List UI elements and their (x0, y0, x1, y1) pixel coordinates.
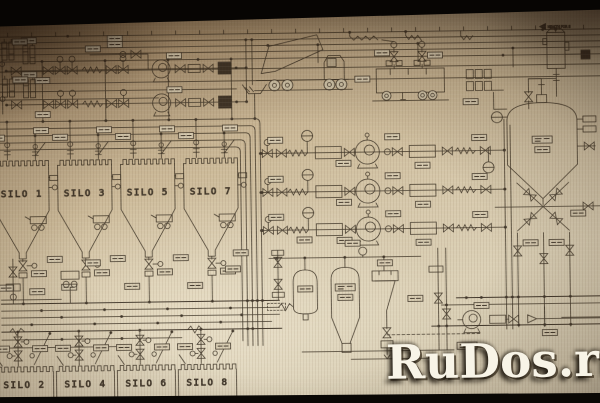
pump-trains (260, 128, 508, 301)
silo-8 (177, 328, 237, 403)
silo-2-label: SILO 2 (3, 381, 45, 392)
watermark-text: RuDos.ru (385, 332, 600, 391)
silo-3 (52, 119, 122, 305)
silo-5-label: SILO 5 (127, 188, 169, 199)
silo-8-label: SILO 8 (186, 378, 228, 389)
feed-train-2 (5, 69, 238, 118)
filter-vessel-b (330, 267, 361, 353)
header-bus-lines (0, 24, 600, 122)
silo-6-label: SILO 6 (125, 379, 167, 390)
silo-4-label: SILO 4 (64, 380, 106, 391)
skid-manifold-left (373, 41, 403, 70)
silo-4 (55, 329, 115, 403)
vacuum-skid-icon (347, 29, 474, 102)
silo-3-label: SILO 3 (64, 189, 106, 200)
silo-2 (0, 330, 54, 403)
junction-dots (29, 27, 573, 342)
silo-7 (178, 117, 248, 303)
pump-train-2 (260, 167, 506, 210)
silo-5 (115, 118, 185, 304)
silo-6 (116, 328, 176, 403)
filter-vessel-a (292, 269, 318, 321)
unloading-pit (242, 37, 267, 121)
dump-truck-icon (254, 34, 353, 92)
top-silos: SILO 1 SILO 3 SILO 5 SILO 7 (0, 117, 248, 305)
silo-1-label: SILO 1 (1, 190, 43, 201)
pump-train-1 (260, 128, 506, 171)
silo-7-label: SILO 7 (190, 187, 232, 198)
bottom-right-equipment (457, 301, 600, 337)
silo-1 (0, 120, 59, 306)
